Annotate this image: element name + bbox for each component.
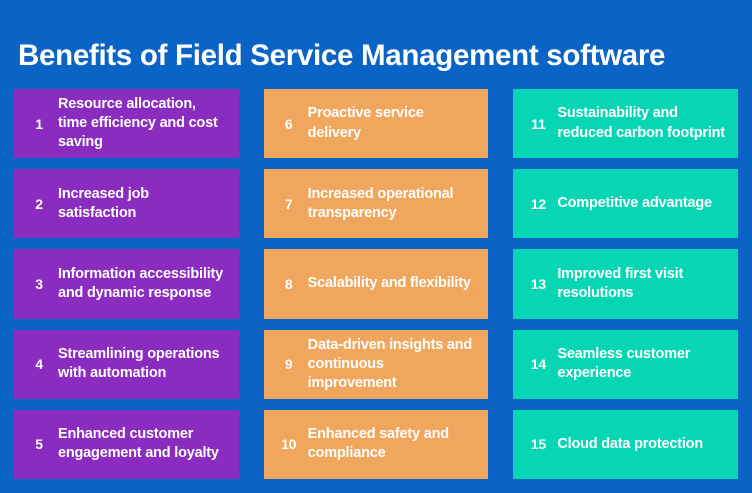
benefit-card[interactable]: 1 Resource allocation, time efficiency a…: [14, 89, 239, 159]
benefit-label: Cloud data protection: [557, 435, 703, 452]
benefit-card[interactable]: 10 Enhanced safety and compliance: [263, 409, 489, 480]
benefit-card[interactable]: 12 Competitive advantage: [513, 169, 739, 239]
benefit-card[interactable]: 6 Proactive service delivery: [263, 89, 489, 159]
benefit-label: Scalability and flexibility: [307, 275, 471, 292]
benefits-grid: 1 Resource allocation, time efficiency a…: [0, 89, 752, 480]
benefit-number: 4: [35, 356, 43, 373]
benefit-card[interactable]: 4 Streamlining operations with automatio…: [14, 329, 239, 399]
benefit-card[interactable]: 5 Enhanced customer engagement and loyal…: [14, 409, 239, 480]
benefit-card[interactable]: 13 Improved first visit resolutions: [513, 249, 739, 319]
benefit-number: 2: [35, 195, 43, 212]
benefit-label: Proactive service delivery: [307, 105, 424, 141]
benefit-label: Increased job satisfaction: [58, 185, 149, 221]
benefit-label: Enhanced customer engagement and loyalty: [58, 426, 219, 462]
benefit-number: 8: [284, 276, 293, 292]
benefit-label: Data-driven insights and continuous impr…: [307, 336, 473, 391]
benefit-label: Enhanced safety and compliance: [307, 426, 449, 462]
benefits-column-2: 6 Proactive service delivery 7 Increased…: [263, 89, 489, 480]
benefit-card[interactable]: 15 Cloud data protection: [513, 409, 739, 480]
benefit-card[interactable]: 3 Information accessibility and dynamic …: [14, 249, 239, 319]
benefit-label: Sustainability and reduced carbon footpr…: [557, 105, 725, 141]
benefit-number: 11: [531, 115, 546, 132]
benefit-card[interactable]: 9 Data-driven insights and continuous im…: [263, 329, 489, 399]
benefit-label: Streamlining operations with automation: [58, 346, 220, 382]
benefit-label: Competitive advantage: [557, 195, 712, 212]
benefit-card[interactable]: 14 Seamless customer experience: [513, 329, 739, 399]
benefit-number: 12: [530, 195, 546, 212]
benefit-number: 5: [35, 436, 43, 453]
benefit-number: 13: [530, 276, 546, 292]
benefits-column-1: 1 Resource allocation, time efficiency a…: [14, 89, 239, 480]
benefit-label: Increased operational transparency: [307, 185, 454, 221]
page-title: Benefits of Field Service Management sof…: [18, 39, 666, 72]
benefits-column-3: 11 Sustainability and reduced carbon foo…: [513, 89, 739, 480]
benefit-number: 10: [281, 436, 297, 453]
benefit-label: Resource allocation, time efficiency and…: [58, 95, 218, 151]
benefit-card[interactable]: 11 Sustainability and reduced carbon foo…: [513, 89, 739, 159]
benefit-number: 15: [530, 436, 546, 453]
benefit-card[interactable]: 2 Increased job satisfaction: [14, 169, 239, 239]
benefit-number: 7: [284, 195, 293, 212]
benefit-number: 9: [284, 356, 293, 373]
benefit-number: 14: [530, 356, 546, 373]
benefit-number: 6: [284, 115, 293, 132]
benefit-number: 1: [35, 115, 43, 132]
benefit-label: Information accessibility and dynamic re…: [58, 265, 224, 301]
benefit-card[interactable]: 7 Increased operational transparency: [263, 169, 489, 239]
benefit-number: 3: [35, 276, 43, 292]
benefit-label: Seamless customer experience: [557, 346, 691, 382]
benefit-card[interactable]: 8 Scalability and flexibility: [263, 249, 489, 319]
benefit-label: Improved first visit resolutions: [557, 265, 684, 301]
